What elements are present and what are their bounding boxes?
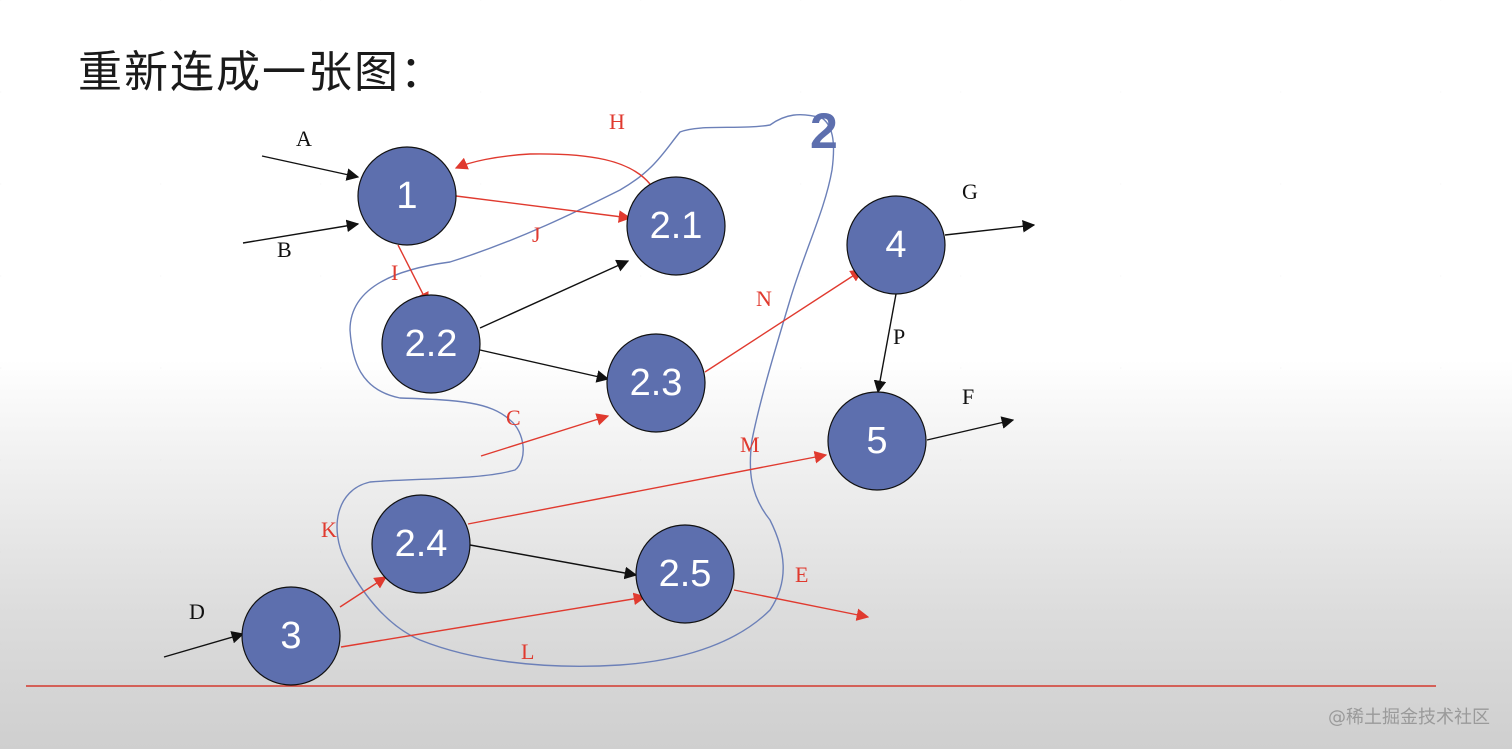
- edge-A: [261, 155, 360, 181]
- edge-label-M: M: [740, 432, 760, 457]
- edge-D: [163, 631, 245, 658]
- node-2-3: 2.3: [606, 333, 706, 433]
- node-2-5: 2.5: [635, 524, 735, 624]
- edge-label-E: E: [795, 562, 808, 587]
- edge-label-P: P: [893, 324, 905, 349]
- edge-label-N: N: [756, 286, 772, 311]
- subprocess-2-boundary: [336, 113, 835, 667]
- edge-G: [944, 220, 1036, 236]
- node-2-5-label: 2.5: [659, 553, 712, 595]
- node-2-2-label: 2.2: [405, 323, 458, 365]
- edge-label-H: H: [609, 109, 625, 134]
- edge-label-K: K: [321, 517, 337, 542]
- edge-K: [339, 576, 388, 608]
- node-4: 4: [846, 195, 946, 295]
- edge-label-B: B: [277, 237, 292, 262]
- edge-F: [926, 416, 1015, 441]
- edge-22-21: [479, 259, 630, 329]
- node-2-4-label: 2.4: [395, 523, 448, 565]
- node-4-label: 4: [885, 224, 906, 266]
- edge-label-L: L: [521, 639, 534, 664]
- edge-label-G: G: [962, 179, 978, 204]
- edge-label-I: I: [391, 260, 398, 285]
- edge-M: [467, 450, 828, 525]
- edge-C: [480, 413, 610, 457]
- watermark: @稀土掘金技术社区: [1328, 707, 1490, 728]
- node-5-label: 5: [866, 420, 887, 462]
- edge-label-A: A: [296, 126, 312, 151]
- edge-label-C: C: [506, 405, 521, 430]
- node-5: 5: [827, 391, 927, 491]
- edge-I: [397, 244, 429, 306]
- node-2-2: 2.2: [381, 294, 481, 394]
- node-1: 1: [357, 146, 457, 246]
- edge-24-25: [469, 544, 638, 580]
- edge-J: [455, 195, 632, 223]
- node-2-1-label: 2.1: [650, 205, 703, 247]
- edge-E: [733, 589, 870, 621]
- node-2-1: 2.1: [626, 176, 726, 276]
- node-2-3-label: 2.3: [630, 362, 683, 404]
- edge-label-D: D: [189, 599, 205, 624]
- edge-label-F: F: [962, 384, 974, 409]
- node-3-label: 3: [280, 615, 301, 657]
- edge-B: [242, 219, 360, 244]
- node-3: 3: [241, 586, 341, 686]
- node-1-label: 1: [396, 175, 417, 217]
- subprocess-label: 2: [810, 103, 838, 159]
- edge-label-J: J: [532, 222, 541, 247]
- edge-N: [704, 269, 864, 373]
- edge-P: [873, 293, 897, 394]
- edge-L: [340, 592, 647, 648]
- node-2-4: 2.4: [371, 494, 471, 594]
- page-title: 重新连成一张图：: [78, 47, 446, 98]
- edge-H: [454, 153, 651, 185]
- edge-22-23: [479, 349, 610, 383]
